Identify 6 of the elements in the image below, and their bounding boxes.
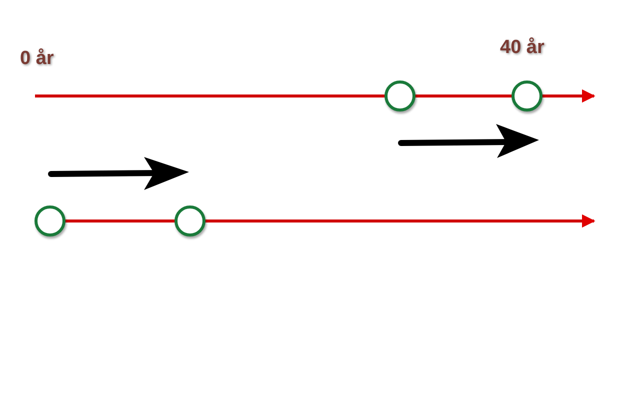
timeline-point-circle bbox=[384, 80, 416, 112]
timeline-point-circle bbox=[34, 205, 66, 237]
time-label: 0 år bbox=[20, 48, 54, 70]
timeline-point-circle bbox=[174, 205, 206, 237]
timeline-point-circle bbox=[511, 80, 543, 112]
time-label: 40 år bbox=[500, 37, 544, 59]
